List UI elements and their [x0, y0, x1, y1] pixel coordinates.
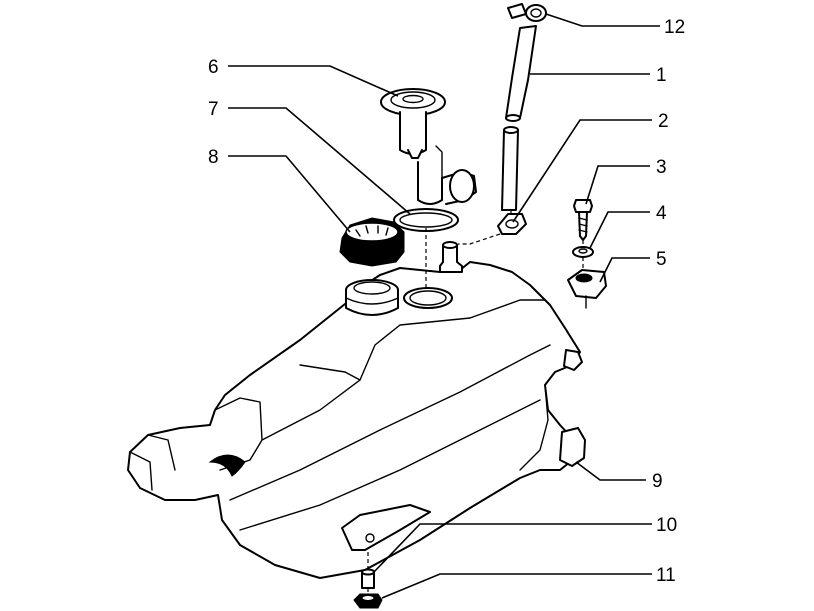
assembly-lines [367, 210, 584, 594]
leader-2 [512, 119, 652, 223]
callout-5: 5 [656, 249, 667, 270]
leader-9 [575, 461, 646, 481]
hose-lower [501, 126, 519, 211]
callout-8: 8 [208, 147, 219, 168]
leader-3 [585, 165, 650, 205]
nut [353, 593, 383, 609]
callout-10: 10 [656, 515, 677, 536]
rubber-mount [567, 269, 607, 309]
callout-numbers: 12 1 2 3 4 5 6 7 8 9 10 11 [208, 17, 685, 586]
callout-2: 2 [658, 111, 669, 132]
leader-4 [589, 211, 650, 249]
leader-6 [228, 65, 399, 97]
fuel-pump-sender [380, 88, 477, 205]
fuel-tank [127, 241, 586, 579]
callout-9: 9 [652, 471, 663, 492]
callout-11: 11 [656, 565, 676, 586]
hose-clip [507, 3, 547, 22]
o-ring [393, 208, 459, 232]
callout-3: 3 [656, 157, 667, 178]
washer [572, 246, 594, 258]
callout-4: 4 [656, 203, 667, 224]
leader-8 [228, 155, 351, 233]
leader-12 [545, 13, 660, 27]
leader-10 [373, 523, 652, 573]
hose-upper [505, 25, 537, 122]
callout-1: 1 [656, 65, 667, 86]
leader-11 [381, 573, 652, 599]
leader-lines [228, 13, 660, 599]
screw [573, 199, 593, 241]
hose-clamp [497, 213, 527, 235]
callout-7: 7 [208, 99, 219, 120]
leader-5 [599, 257, 650, 283]
callout-6: 6 [208, 57, 219, 78]
spacer [361, 568, 375, 589]
callout-12: 12 [664, 17, 685, 38]
fuel-cap [339, 217, 405, 267]
leader-7 [228, 107, 411, 215]
